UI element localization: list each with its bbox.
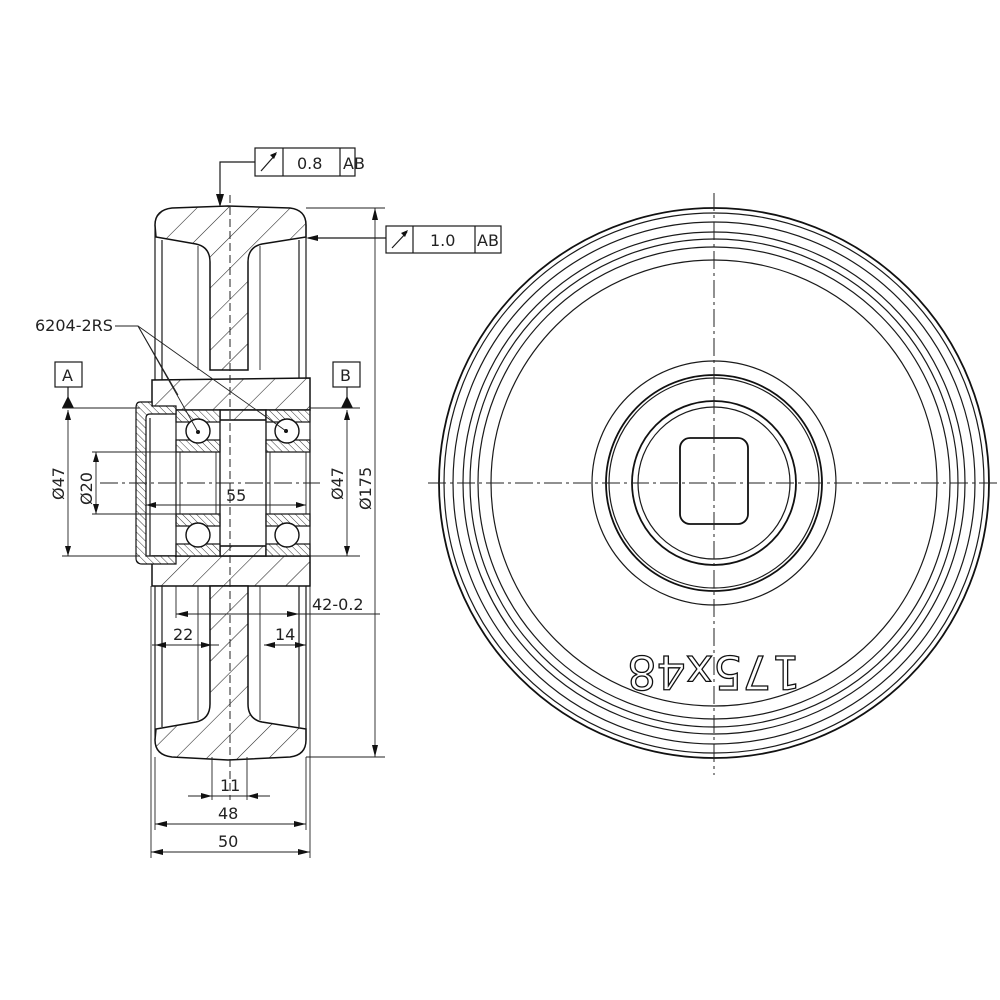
- dim-dia47-right: Ø47: [328, 410, 350, 556]
- section-view: [100, 195, 320, 800]
- dim-dia175: Ø175: [356, 208, 378, 757]
- svg-text:22: 22: [173, 625, 193, 644]
- dust-cap: [135, 401, 177, 565]
- tolerance-frame-right: 1.0 AB: [306, 225, 502, 254]
- dim-42: 42-0.2: [175, 586, 380, 618]
- runout-datum-right: AB: [477, 231, 499, 250]
- svg-text:50: 50: [218, 832, 238, 851]
- runout-datum-top: AB: [343, 154, 365, 173]
- dim-50: 50: [150, 586, 311, 858]
- lower-tire-section: [154, 585, 307, 761]
- dim-14: 14: [264, 625, 306, 648]
- embossed-size-text: 175x48: [627, 645, 801, 699]
- svg-text:42-0.2: 42-0.2: [312, 595, 364, 614]
- bearing-label: 6204-2RS: [35, 316, 113, 335]
- dim-11: 11: [188, 757, 270, 800]
- svg-text:Ø47: Ø47: [49, 467, 68, 500]
- dim-dia47-left: Ø47: [49, 410, 71, 556]
- hub-core-lower: [219, 545, 267, 557]
- svg-text:Ø20: Ø20: [77, 472, 96, 505]
- tolerance-frame-top: 0.8 AB: [216, 147, 365, 207]
- svg-text:Ø175: Ø175: [356, 467, 375, 510]
- upper-tire-section: [154, 205, 307, 371]
- runout-value-top: 0.8: [297, 154, 322, 173]
- bearing-right: [265, 409, 311, 557]
- hub-upper: [151, 377, 311, 411]
- square-axle-hole: [679, 437, 749, 525]
- circular-runout-icon: [391, 230, 408, 249]
- circular-runout-icon: [260, 152, 277, 172]
- dim-dia20: Ø20: [77, 452, 99, 514]
- svg-text:11: 11: [220, 776, 240, 795]
- datum-a-label: A: [62, 366, 73, 385]
- bearing-callout: 6204-2RS: [35, 316, 287, 433]
- datum-b-label: B: [340, 366, 351, 385]
- dim-48: 48: [154, 757, 307, 830]
- dim-55: 55: [146, 486, 306, 508]
- datum-a: A: [54, 361, 83, 408]
- svg-text:55: 55: [226, 486, 246, 505]
- svg-text:Ø47: Ø47: [328, 467, 347, 500]
- front-view: 175x48: [428, 193, 1000, 775]
- datum-b: B: [332, 361, 361, 408]
- svg-text:48: 48: [218, 804, 238, 823]
- svg-text:14: 14: [275, 625, 295, 644]
- runout-value-right: 1.0: [430, 231, 455, 250]
- dim-22: 22: [152, 625, 219, 648]
